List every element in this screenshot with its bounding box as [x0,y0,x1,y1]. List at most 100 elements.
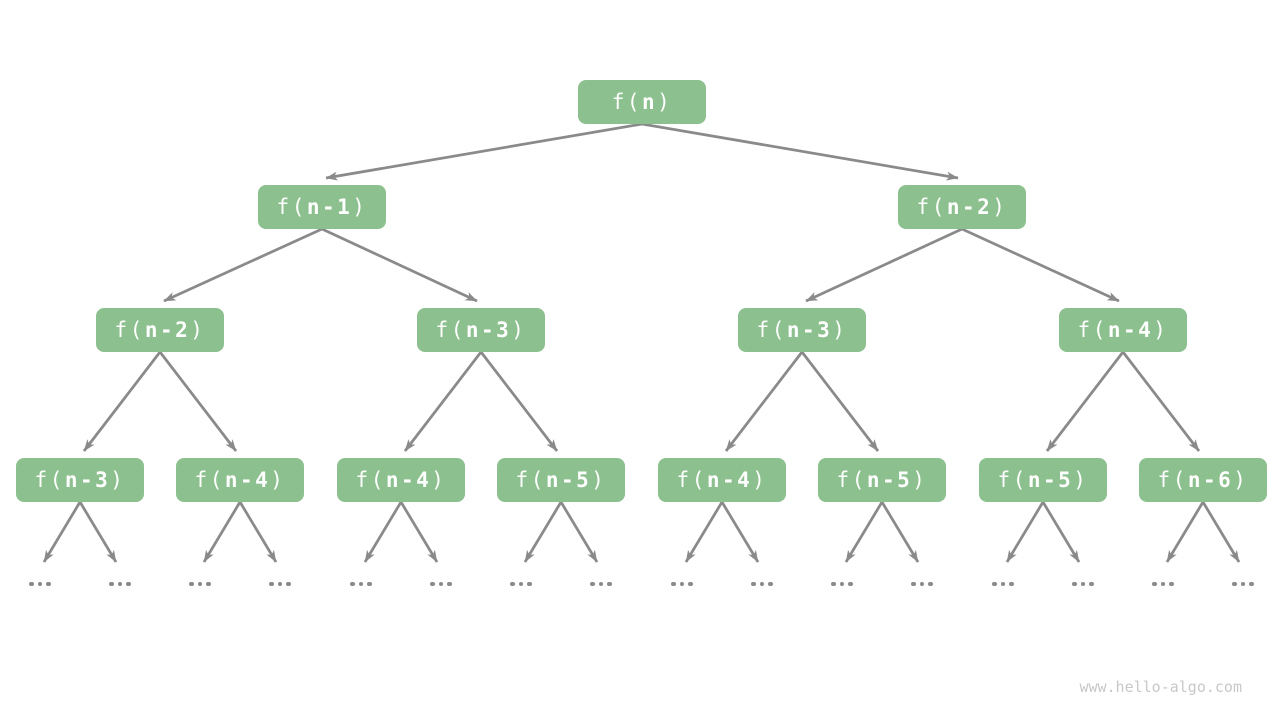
node-label-suffix: ) [352,195,368,219]
tree-node: f(n-3) [16,458,144,502]
ellipsis-leaf [189,581,211,587]
tree-node: f(n-3) [738,308,866,352]
ellipsis-leaf [590,581,612,587]
node-label-prefix: f( [114,318,145,342]
ellipsis-dot [992,581,997,587]
node-label-argument: n-2 [946,195,993,219]
tree-edge-arrow [559,501,599,563]
ellipsis-dot [197,581,203,587]
node-label-argument: n-5 [866,468,913,492]
node-label-prefix: f( [611,90,642,114]
tree-node: f(n-4) [176,458,304,502]
node-label-prefix: f( [355,468,386,492]
node-label-suffix: ) [591,468,607,492]
node-label-suffix: ) [270,468,286,492]
tree-node: f(n-5) [818,458,946,502]
ellipsis-leaf [1232,581,1254,587]
ellipsis-dot [590,581,595,587]
ellipsis-dot [598,581,604,587]
node-label-argument: n-4 [1107,318,1154,342]
node-label-argument: n-5 [1027,468,1074,492]
ellipsis-leaf [831,581,853,587]
ellipsis-leaf [1072,581,1094,587]
node-label-prefix: f( [34,468,65,492]
node-label-argument: n-6 [1187,468,1234,492]
ellipsis-dot [126,581,131,587]
ellipsis-dot [527,581,532,587]
tree-edge-arrow [844,501,884,563]
tree-edge-arrow [961,227,1120,303]
ellipsis-dot [430,581,435,587]
ellipsis-leaf [109,581,131,587]
ellipsis-dot [37,581,43,587]
ellipsis-dot [1240,581,1246,587]
ellipsis-dot [1152,581,1157,587]
ellipsis-dot [751,581,756,587]
tree-edge-arrow [805,227,963,303]
ellipsis-dot [1249,581,1254,587]
ellipsis-dot [848,581,853,587]
ellipsis-dot [768,581,773,587]
node-label-suffix: ) [110,468,126,492]
node-label-argument: n-3 [465,318,512,342]
node-label-suffix: ) [752,468,768,492]
ellipsis-leaf [269,581,291,587]
node-label-suffix: ) [992,195,1008,219]
ellipsis-dot [839,581,845,587]
tree-edge-arrow [325,122,643,181]
ellipsis-dot [1169,581,1174,587]
ellipsis-dot [1232,581,1237,587]
node-label-argument: n-1 [306,195,353,219]
node-label-argument: n-3 [64,468,111,492]
ellipsis-dot [1000,581,1006,587]
ellipsis-dot [46,581,51,587]
ellipsis-leaf [430,581,452,587]
tree-edge-arrow [1121,351,1201,452]
ellipsis-leaf [992,581,1014,587]
ellipsis-leaf [751,581,773,587]
tree-edge-arrow [724,351,804,452]
tree-node: f(n-5) [979,458,1107,502]
node-label-prefix: f( [756,318,787,342]
ellipsis-dot [269,581,274,587]
ellipsis-dot [1009,581,1014,587]
ellipsis-dot [117,581,123,587]
node-label-suffix: ) [1233,468,1249,492]
tree-node: f(n-5) [497,458,625,502]
ellipsis-dot [447,581,452,587]
ellipsis-dot [206,581,211,587]
tree-edge-arrow [42,501,82,563]
ellipsis-leaf [350,581,372,587]
watermark: www.hello-algo.com [1079,678,1242,696]
node-label-prefix: f( [836,468,867,492]
tree-edge-arrow [641,122,959,181]
node-label-suffix: ) [431,468,447,492]
tree-edge-arrow [158,351,238,452]
ellipsis-dot [286,581,291,587]
node-label-argument: n-3 [786,318,833,342]
tree-node: f(n-3) [417,308,545,352]
tree-edge-arrow [880,501,920,563]
tree-edge-arrow [399,501,439,563]
tree-edge-arrow [1165,501,1205,563]
tree-edge-arrow [238,501,278,563]
node-label-argument: n-4 [224,468,271,492]
tree-node: f(n-4) [658,458,786,502]
ellipsis-leaf [510,581,532,587]
tree-edge-arrow [1045,351,1125,452]
ellipsis-dot [277,581,283,587]
node-label-argument: n-5 [545,468,592,492]
ellipsis-leaf [911,581,933,587]
tree-edge-arrow [1201,501,1241,563]
tree-node: f(n-4) [337,458,465,502]
tree-node: f(n-2) [898,185,1026,229]
node-label-suffix: ) [832,318,848,342]
node-label-suffix: ) [657,90,673,114]
node-label-prefix: f( [1157,468,1188,492]
ellipsis-dot [358,581,364,587]
tree-edge-arrow [363,501,403,563]
ellipsis-leaf [29,581,51,587]
ellipsis-dot [831,581,836,587]
tree-edge-arrow [684,501,724,563]
